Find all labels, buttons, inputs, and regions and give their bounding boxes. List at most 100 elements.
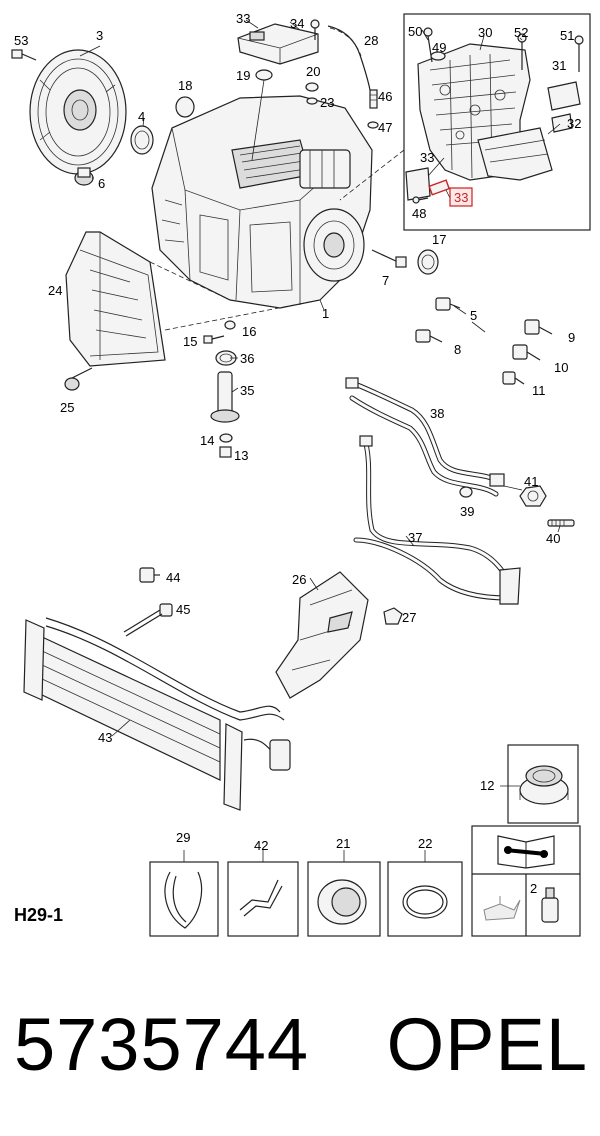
seal-14 [219, 433, 233, 443]
bolt-11 [502, 371, 525, 385]
bolt-45 [139, 567, 160, 583]
callout-37: 36 [240, 351, 254, 366]
bolt-5 [435, 297, 461, 311]
control-module [237, 23, 319, 65]
part-number: 5735744 [14, 1003, 310, 1086]
oil-cooler [23, 617, 291, 811]
callout-3: 3 [96, 28, 103, 43]
bolt-27 [383, 607, 403, 625]
filler-tube-36 [210, 371, 240, 423]
callout-18: 18 [178, 78, 192, 93]
callout-5: 5 [470, 308, 477, 323]
plug-6 [74, 167, 94, 186]
inset-22 [387, 861, 463, 937]
torque-converter [29, 49, 127, 175]
callout-17: 17 [432, 232, 446, 247]
callout-9: 9 [568, 330, 575, 345]
callout-43: 42 [254, 838, 268, 853]
valve-body-inset [403, 13, 591, 231]
bolt-9 [524, 319, 553, 335]
bolt-7 [371, 249, 407, 268]
callout-46: 45 [176, 602, 190, 617]
callout-32: 32 [567, 116, 581, 131]
callout-22: 22 [418, 836, 432, 851]
oil-pan [65, 231, 166, 367]
oil-can-icon [483, 896, 521, 921]
seal-17 [417, 249, 439, 275]
callout-41: 40 [546, 531, 560, 546]
callout-27: 27 [402, 610, 416, 625]
stud-41 [547, 519, 575, 527]
bolt-10 [512, 344, 541, 361]
sensor-47 [369, 89, 378, 109]
callout-14: 14 [200, 433, 214, 448]
seal-ring-4 [130, 125, 154, 155]
inset-43 [227, 861, 299, 937]
washer-16 [224, 320, 236, 330]
callout-36: 35 [240, 383, 254, 398]
callout-10: 10 [554, 360, 568, 375]
transmission-housing [151, 95, 373, 309]
plug-20 [305, 82, 319, 92]
callout-24: 24 [48, 283, 62, 298]
callout-54: 53 [14, 33, 28, 48]
brand-name: OPEL [386, 1003, 588, 1086]
nut-42 [519, 485, 547, 507]
bolt-54 [11, 49, 37, 61]
callout-20: 20 [306, 64, 320, 79]
callout-39: 38 [430, 406, 444, 421]
callout-44: 43 [98, 730, 112, 745]
callout-30: 30 [478, 25, 492, 40]
callout-15: 15 [183, 334, 197, 349]
callout-42: 41 [524, 474, 538, 489]
callout-1: 1 [322, 306, 329, 321]
callout-48: 47 [378, 120, 392, 135]
inset-21 [307, 861, 381, 937]
callout-25: 25 [60, 400, 74, 415]
callout-33-highlighted: 33 [449, 187, 473, 207]
callout-21: 21 [336, 836, 350, 851]
diagram-id: H29-1 [14, 905, 64, 925]
inset-2-fluid [471, 825, 581, 937]
callout-4: 4 [138, 109, 145, 124]
callout-28: 28 [364, 33, 378, 48]
callout-38: 37 [408, 530, 422, 545]
sensor-wire-28 [327, 25, 371, 91]
seal-18 [175, 96, 195, 118]
inset-29 [149, 861, 219, 937]
footer: 5735744 OPEL [0, 995, 600, 1095]
callout-31: 31 [552, 58, 566, 73]
callout-23: 23 [320, 95, 334, 110]
callout-52: 51 [560, 28, 574, 43]
callout-40: 39 [460, 504, 474, 519]
drain-plug-25 [64, 367, 93, 391]
callout-7: 7 [382, 273, 389, 288]
inset-12 [507, 744, 579, 824]
bolt-8 [415, 329, 443, 343]
callout-47: 46 [378, 89, 392, 104]
callout-49: 48 [412, 206, 426, 221]
callout-16: 16 [242, 324, 256, 339]
callout-53: 52 [514, 25, 528, 40]
bolt-35 [310, 19, 320, 40]
solenoid-33-highlighted [428, 179, 451, 196]
callout-6: 6 [98, 176, 105, 191]
bolt-46 [123, 603, 173, 637]
cooler-hose-38 [353, 435, 521, 605]
cooler-hose-39 [345, 377, 505, 497]
callout-29: 29 [176, 830, 190, 845]
callout-51: 50 [408, 24, 422, 39]
callout-13: 13 [234, 448, 248, 463]
nut-40 [459, 486, 473, 498]
callout-35: 34 [290, 16, 304, 31]
callout-labels: 53 3 33 34 28 50 49 30 52 51 31 32 33 33… [14, 11, 581, 896]
heat-shield [275, 571, 369, 699]
bolt-15 [203, 335, 225, 344]
plug-13 [219, 446, 232, 458]
seal-23 [306, 97, 318, 105]
callout-45: 44 [166, 570, 180, 585]
manual-wrench-icon [497, 835, 555, 869]
callout-2: 2 [530, 881, 537, 896]
callout-8: 8 [454, 342, 461, 357]
callout-33: 33 [420, 150, 434, 165]
